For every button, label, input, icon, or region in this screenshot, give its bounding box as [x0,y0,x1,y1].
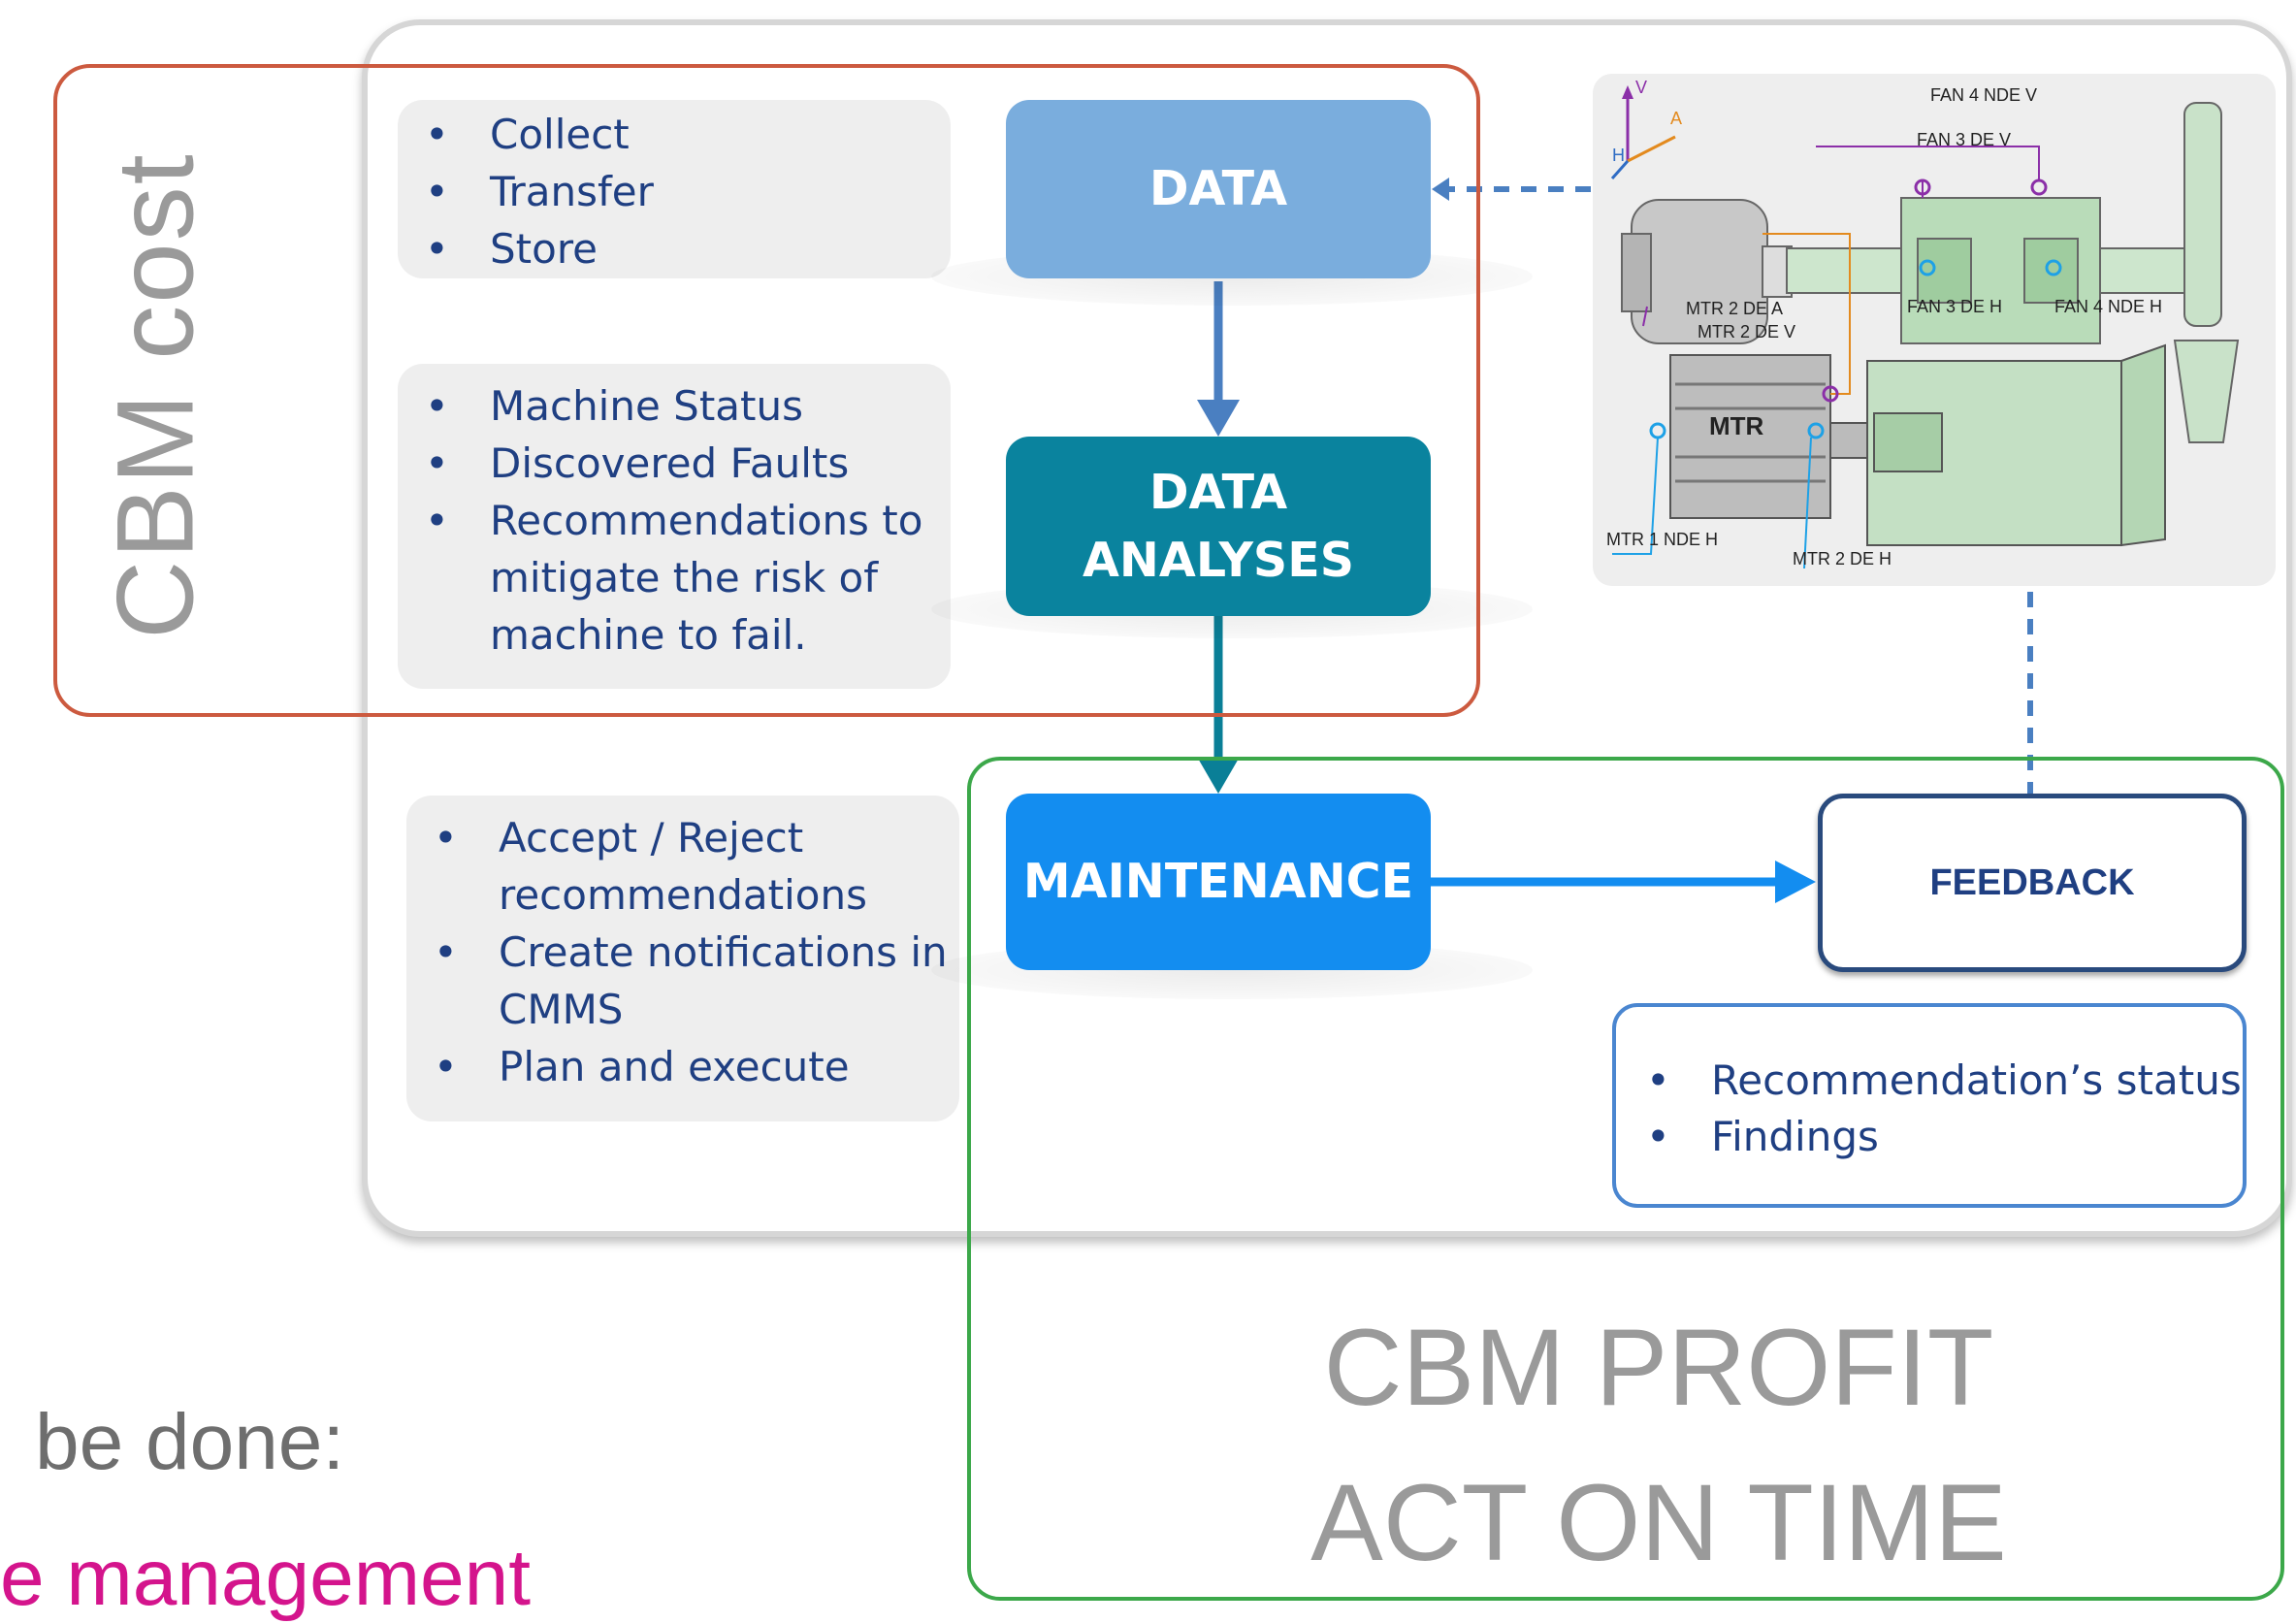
list-item: Store [425,220,654,277]
analyses-info-box: Machine Status Discovered Faults Recomme… [398,364,951,689]
list-item: Discovered Faults [425,435,922,492]
maintenance-step-label: MAINTENANCE [1022,854,1414,909]
fan4-nde-h-label: FAN 4 NDE H [2054,297,2163,316]
list-item: Recommendation’s status [1646,1053,2242,1109]
cbm-profit-title: CBM PROFIT [1323,1307,1994,1428]
mtr1-nde-h-label: MTR 1 NDE H [1606,530,1719,549]
list-item: Recommendations to [425,492,923,549]
arrowhead-maintenance-to-feedback [1775,861,1816,903]
axis-h-label: H [1612,146,1625,165]
feedback-box: FEEDBACK [1818,794,2247,972]
list-item: Findings [1646,1109,2242,1165]
machine-diagram: V A H FAN 4 NDE V FAN 3 DE V MTR 2 DE A … [1593,74,2276,586]
analyses-step-label-line2: ANALYSES [1083,532,1354,588]
list-item-continuation: CMMS [499,986,624,1033]
cbm-cost-label: CBM cost [95,141,216,650]
list-item-continuation: mitigate the risk of [490,554,879,601]
arrowhead-data-to-analyses [1197,400,1240,437]
data-step: DATA [1006,100,1431,278]
machine-drawing [1610,85,2240,569]
axis-v-label: V [1635,78,1648,97]
mtr2-de-a-label: MTR 2 DE A [1686,299,1784,318]
list-item-continuation: machine to fail. [490,611,807,659]
list-item: Machine Status [425,377,922,435]
cbm-cost-region [53,64,1480,717]
fan3-de-v-label: FAN 3 DE V [1917,130,2012,149]
fan3-de-h-label: FAN 3 DE H [1907,297,2003,316]
feedback-info-box: Recommendation’s status Findings [1612,1003,2247,1208]
axis-a-label: A [1670,109,1683,128]
cbm-profit-subtitle: ACT ON TIME [1310,1462,2007,1583]
data-info-box: Collect Transfer Store [398,100,951,278]
mtr2-de-h-label: MTR 2 DE H [1793,549,1892,568]
feedback-label: FEEDBACK [1929,861,2135,903]
bottom-heading: be done: [35,1398,345,1486]
maintenance-info-box: Accept / Reject recommendations Create n… [406,796,959,1121]
data-step-label: DATA [1148,161,1288,216]
list-item: Collect [425,106,654,163]
bottom-highlight: e management [0,1534,532,1622]
cbm-cost-text: CBM cost [94,151,216,639]
maintenance-step: MAINTENANCE [1006,794,1431,970]
analyses-step: DATA ANALYSES [1006,437,1431,616]
analyses-step-label-line1: DATA [1148,464,1288,520]
arrowhead-machine-to-data [1432,178,1449,201]
arrowhead-analyses-to-maintenance [1197,757,1240,794]
list-item: Accept / Reject [434,809,948,866]
cbm-profit-region [967,757,2284,1601]
mtr-label: MTR [1709,411,1764,440]
mtr2-de-v-label: MTR 2 DE V [1698,322,1796,341]
list-item-continuation: recommendations [499,871,867,919]
fan4-nde-v-label: FAN 4 NDE V [1930,85,2038,105]
list-item: Create notifications in [434,924,948,981]
list-item: Plan and execute [434,1038,948,1095]
list-item: Transfer [425,163,654,220]
